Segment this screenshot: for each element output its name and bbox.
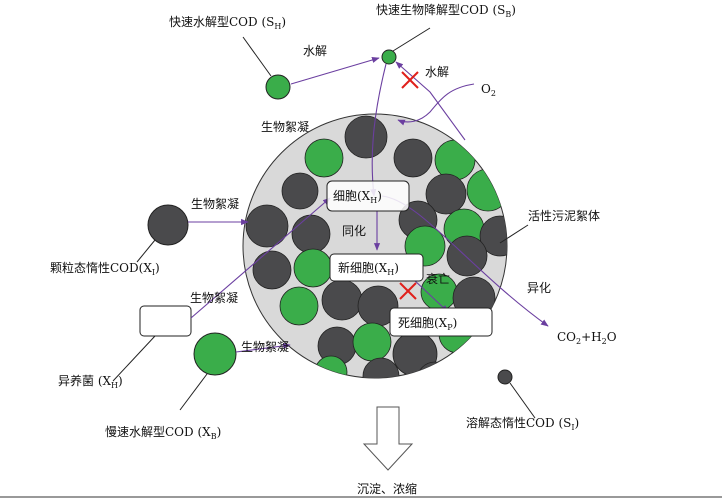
heterotroph-box	[139, 305, 192, 337]
green-particle	[434, 139, 476, 181]
leader-si	[509, 382, 536, 419]
si-label: 溶解态惰性COD (SI)	[466, 415, 579, 432]
floc-label-bottom: 生物絮凝	[241, 339, 289, 354]
deadcell-box	[389, 307, 493, 337]
leader-heterotroph	[112, 335, 156, 382]
arrow-decay	[411, 277, 449, 313]
dark-particle	[245, 204, 289, 248]
settle-arrow	[362, 406, 414, 471]
dark-particle	[393, 138, 433, 178]
dark-particle	[344, 115, 388, 159]
leader-xi	[136, 239, 156, 263]
o2-label: O2	[481, 82, 496, 98]
xb-particle	[193, 332, 237, 376]
sb-particle	[381, 49, 397, 65]
dark-particle	[281, 172, 319, 210]
heterotroph-label: 异养菌 (XH)	[58, 373, 123, 390]
xi-particle	[147, 204, 189, 246]
green-particle	[304, 138, 344, 178]
leader-xb	[179, 373, 208, 411]
arrow-xb-floc	[235, 342, 291, 353]
newcell-label: 新细胞(XH)	[338, 260, 399, 277]
dark-particle	[362, 357, 400, 378]
arrow-hydrolysis-floc-sb	[395, 61, 466, 141]
leader-lines	[112, 27, 536, 419]
leader-sb	[392, 27, 431, 52]
dark-particle	[425, 173, 467, 215]
green-particle	[293, 248, 333, 288]
hydrolysis-label-1: 水解	[303, 44, 327, 58]
deadcell-label: 死细胞(XP)	[398, 316, 457, 332]
floc-label-left: 生物絮凝	[191, 196, 239, 211]
co2-h2o-label: CO2+H2O	[557, 330, 617, 346]
sh-particle	[265, 74, 291, 100]
leader-sh	[242, 36, 272, 77]
dark-particle	[321, 279, 363, 321]
dissimilation-label: 异化	[527, 281, 551, 295]
hydrolysis-label-2: 水解	[425, 65, 449, 79]
decay-label: 衰亡	[426, 271, 450, 286]
newcell-box	[329, 253, 424, 282]
leader-sludge	[499, 224, 529, 244]
cell-label: 细胞(XH)	[333, 189, 382, 205]
floc-label-mid: 生物絮凝	[190, 290, 238, 305]
xb-label: 慢速水解型COD (XB)	[105, 425, 221, 441]
sh-label: 快速水解型COD (SH)	[169, 15, 286, 31]
xi-label: 颗粒态惰性COD(XI)	[50, 260, 160, 277]
green-particle	[352, 322, 392, 362]
dark-particle	[479, 215, 507, 257]
assimilation-label: 同化	[342, 224, 366, 238]
green-particle	[279, 286, 319, 326]
si-particle	[497, 369, 513, 385]
green-particle	[314, 355, 348, 378]
cell-box	[326, 180, 410, 212]
cross-marks	[399, 71, 419, 300]
sb-label: 快速生物降解型COD (SB)	[376, 3, 516, 19]
dark-particle	[291, 214, 331, 254]
sludge-floc-label: 活性污泥絮体	[528, 209, 600, 223]
arrow-hydrolysis-sh-sb	[290, 57, 380, 85]
dark-particle	[416, 361, 454, 378]
green-particle	[466, 168, 507, 212]
dark-particle	[392, 331, 438, 377]
settle-label: 沉淀、浓缩	[357, 481, 417, 496]
dark-particle	[252, 250, 292, 290]
arrow-heterotroph-cell	[190, 197, 331, 319]
floc-label-top: 生物絮凝	[261, 119, 309, 134]
arrow-o2	[397, 83, 475, 126]
